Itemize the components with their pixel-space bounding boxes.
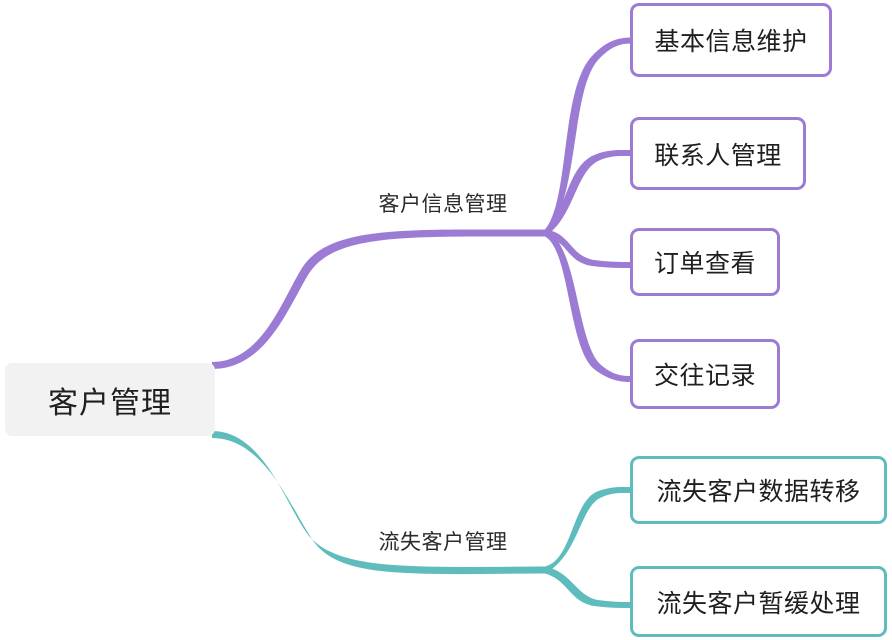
branch-node-lost-customer-label: 流失客户管理 bbox=[378, 531, 508, 554]
branch-node-lost-customer[interactable]: 流失客户管理 bbox=[345, 524, 541, 558]
connector-info-to-orders bbox=[545, 229, 630, 268]
root-node[interactable]: 客户管理 bbox=[5, 363, 215, 436]
leaf-node-interaction-records[interactable]: 交往记录 bbox=[630, 339, 780, 409]
root-node-label: 客户管理 bbox=[48, 386, 172, 420]
branch-node-customer-info-label: 客户信息管理 bbox=[378, 193, 508, 216]
leaf-node-deferred-handling[interactable]: 流失客户暂缓处理 bbox=[630, 566, 887, 637]
leaf-node-orders-label: 订单查看 bbox=[653, 250, 756, 278]
leaf-node-interaction-records-label: 交往记录 bbox=[653, 362, 756, 390]
connector-info-to-records bbox=[545, 229, 630, 382]
branch-node-customer-info[interactable]: 客户信息管理 bbox=[345, 186, 541, 220]
leaf-node-data-transfer-label: 流失客户数据转移 bbox=[656, 478, 861, 506]
leaf-node-orders[interactable]: 订单查看 bbox=[630, 228, 780, 296]
leaf-node-deferred-handling-label: 流失客户暂缓处理 bbox=[656, 589, 861, 618]
connector-lost-to-deferred bbox=[545, 566, 630, 608]
leaf-node-basic-info-label: 基本信息维护 bbox=[654, 28, 808, 56]
connector-lost-to-transfer bbox=[545, 486, 630, 574]
leaf-node-basic-info[interactable]: 基本信息维护 bbox=[630, 3, 832, 77]
leaf-node-contacts[interactable]: 联系人管理 bbox=[630, 117, 806, 190]
leaf-node-contacts-label: 联系人管理 bbox=[654, 141, 782, 170]
connector-root-to-info bbox=[212, 229, 545, 369]
connector-info-to-contacts bbox=[545, 149, 630, 237]
leaf-node-data-transfer[interactable]: 流失客户数据转移 bbox=[630, 456, 887, 524]
connector-info-to-basic-info bbox=[545, 37, 630, 237]
